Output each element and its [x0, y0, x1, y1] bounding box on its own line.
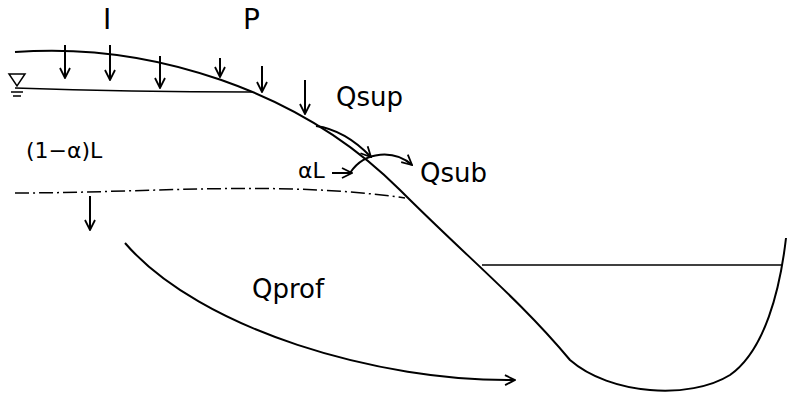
lateral-flow-arrow [332, 172, 352, 174]
water-table-symbol [9, 74, 25, 96]
river-water-level [482, 264, 782, 266]
deep-layer-boundary [15, 188, 405, 198]
precipitation-arrow [304, 80, 306, 114]
flow-label: (1−α)L [26, 140, 102, 162]
surface-flow-arrow [316, 126, 371, 157]
flow-label: αL [298, 160, 325, 182]
flow-label: Qprof [252, 276, 324, 302]
flow-label: Qsub [420, 160, 487, 186]
percolation-arrow [89, 196, 91, 230]
infiltration-arrow [159, 56, 161, 88]
flow-label: Qsup [336, 84, 403, 110]
subsurface-flow-arrow [350, 155, 412, 173]
deep-flow-arrow [125, 243, 515, 380]
ground-surface [15, 51, 786, 391]
flow-label: I [103, 6, 111, 34]
infiltration-arrow [64, 45, 66, 78]
flow-label: P [243, 6, 260, 34]
infiltration-arrow [109, 45, 111, 80]
precipitation-arrow [219, 58, 221, 77]
water-table [15, 88, 252, 92]
precipitation-arrow [261, 66, 263, 92]
